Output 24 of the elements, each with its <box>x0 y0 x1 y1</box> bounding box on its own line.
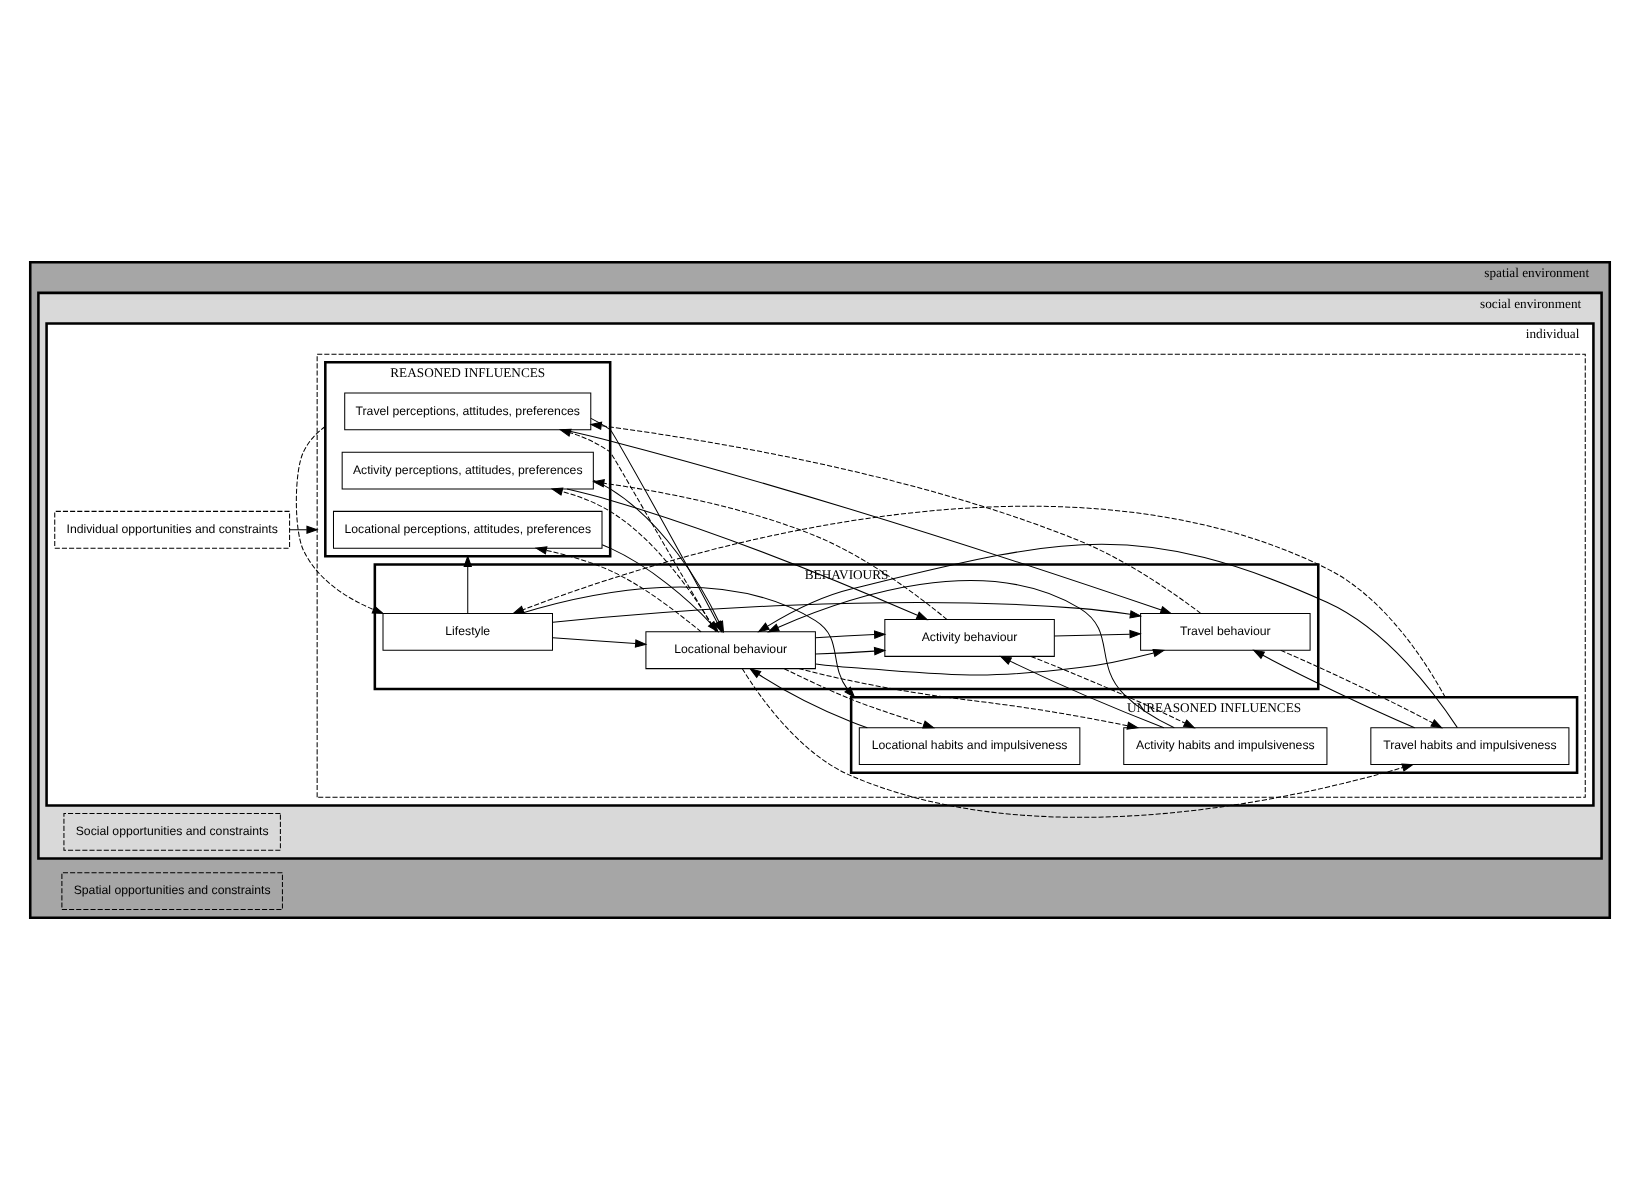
arrow <box>592 478 948 619</box>
arrow <box>1252 648 1416 728</box>
arrow <box>1053 628 1142 638</box>
cluster <box>316 352 1586 797</box>
arrow <box>748 666 868 728</box>
arrow <box>534 545 702 632</box>
arrow <box>520 585 856 698</box>
arrow <box>798 667 1140 729</box>
arrow <box>815 647 1166 675</box>
arrow <box>463 553 473 613</box>
arrow <box>1280 648 1443 728</box>
arrow <box>552 600 1143 622</box>
arrow <box>1030 654 1196 728</box>
arrow <box>767 579 1175 728</box>
arrow <box>295 425 385 613</box>
arrow <box>511 504 1446 697</box>
arrow <box>815 645 887 655</box>
arrow <box>783 667 936 728</box>
arrow <box>999 654 1165 728</box>
arrow <box>757 542 1458 728</box>
arrow <box>741 667 1415 817</box>
arrow <box>815 629 887 638</box>
arrow <box>566 487 929 620</box>
arrow <box>552 636 648 647</box>
